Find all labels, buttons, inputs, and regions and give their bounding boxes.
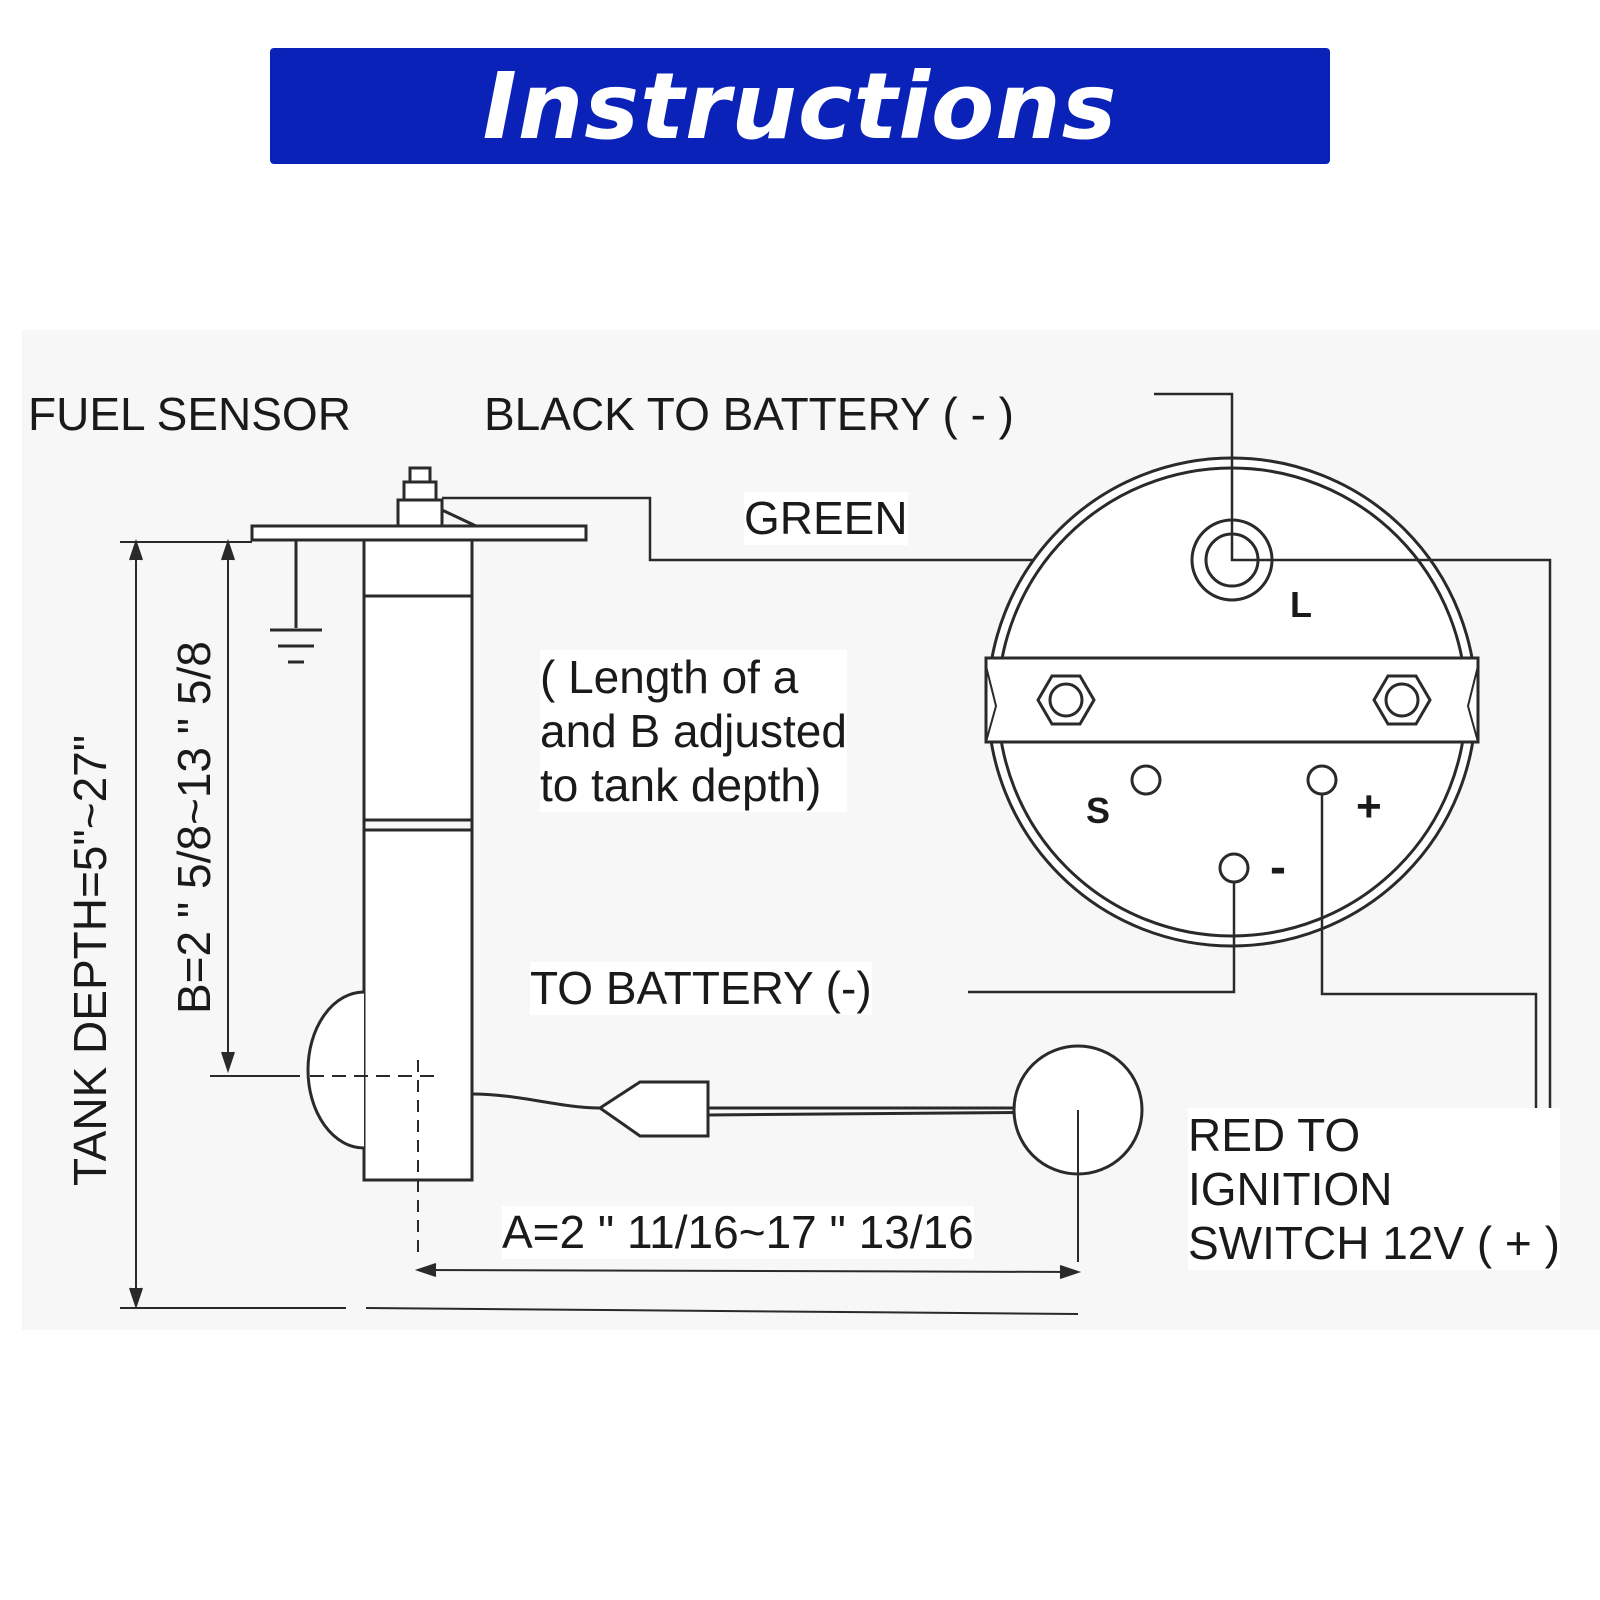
- black-wire-label: BLACK TO BATTERY ( - ): [484, 388, 1014, 440]
- tank-depth-label: TANK DEPTH=5"~27": [64, 734, 116, 1186]
- dimension-tank-depth-line: [120, 538, 1079, 1315]
- banner-title: Instructions: [482, 52, 1118, 160]
- instructions-banner: Instructions: [270, 48, 1330, 164]
- float-arm-wire: [471, 1092, 601, 1110]
- mounting-nut-left-icon: [1036, 674, 1096, 726]
- terminal-s-label: S: [1086, 790, 1111, 831]
- red-wire-label: RED TO IGNITION SWITCH 12V ( + ): [1188, 1108, 1560, 1270]
- battery-negative-wire: [968, 882, 1236, 994]
- to-battery-label: TO BATTERY (-): [530, 962, 872, 1015]
- ignition-positive-wire: [1320, 794, 1538, 1160]
- terminal-positive-icon: [1306, 764, 1338, 796]
- dimension-b-label: B=2 " 5/8~13 " 5/8: [168, 641, 220, 1014]
- length-note-label: ( Length of a and B adjusted to tank dep…: [540, 650, 847, 812]
- fuel-sensor-label: FUEL SENSOR: [28, 388, 351, 440]
- mounting-nut-right-icon: [1372, 674, 1432, 726]
- terminal-negative-icon: [1218, 852, 1250, 884]
- terminal-l-label: L: [1290, 584, 1312, 625]
- sensor-float-left: [306, 990, 365, 1150]
- terminal-positive-label: +: [1356, 782, 1382, 831]
- dimension-b-line: [210, 538, 300, 1077]
- terminal-s-icon: [1130, 764, 1162, 796]
- ground-symbol-icon: [270, 540, 322, 664]
- dimension-a-label: A=2 " 11/16~17 " 13/16: [502, 1206, 974, 1259]
- sensor-terminal-stud: [396, 466, 477, 528]
- black-wire: [1154, 392, 1552, 1160]
- dimension-a-line: [414, 1263, 1082, 1279]
- green-wire-label: GREEN: [744, 492, 908, 545]
- float-arm-sleeve: [597, 1080, 710, 1138]
- sensor-tube-upper: [362, 538, 474, 822]
- sensor-flange: [250, 524, 588, 542]
- terminal-negative-label: -: [1270, 841, 1286, 894]
